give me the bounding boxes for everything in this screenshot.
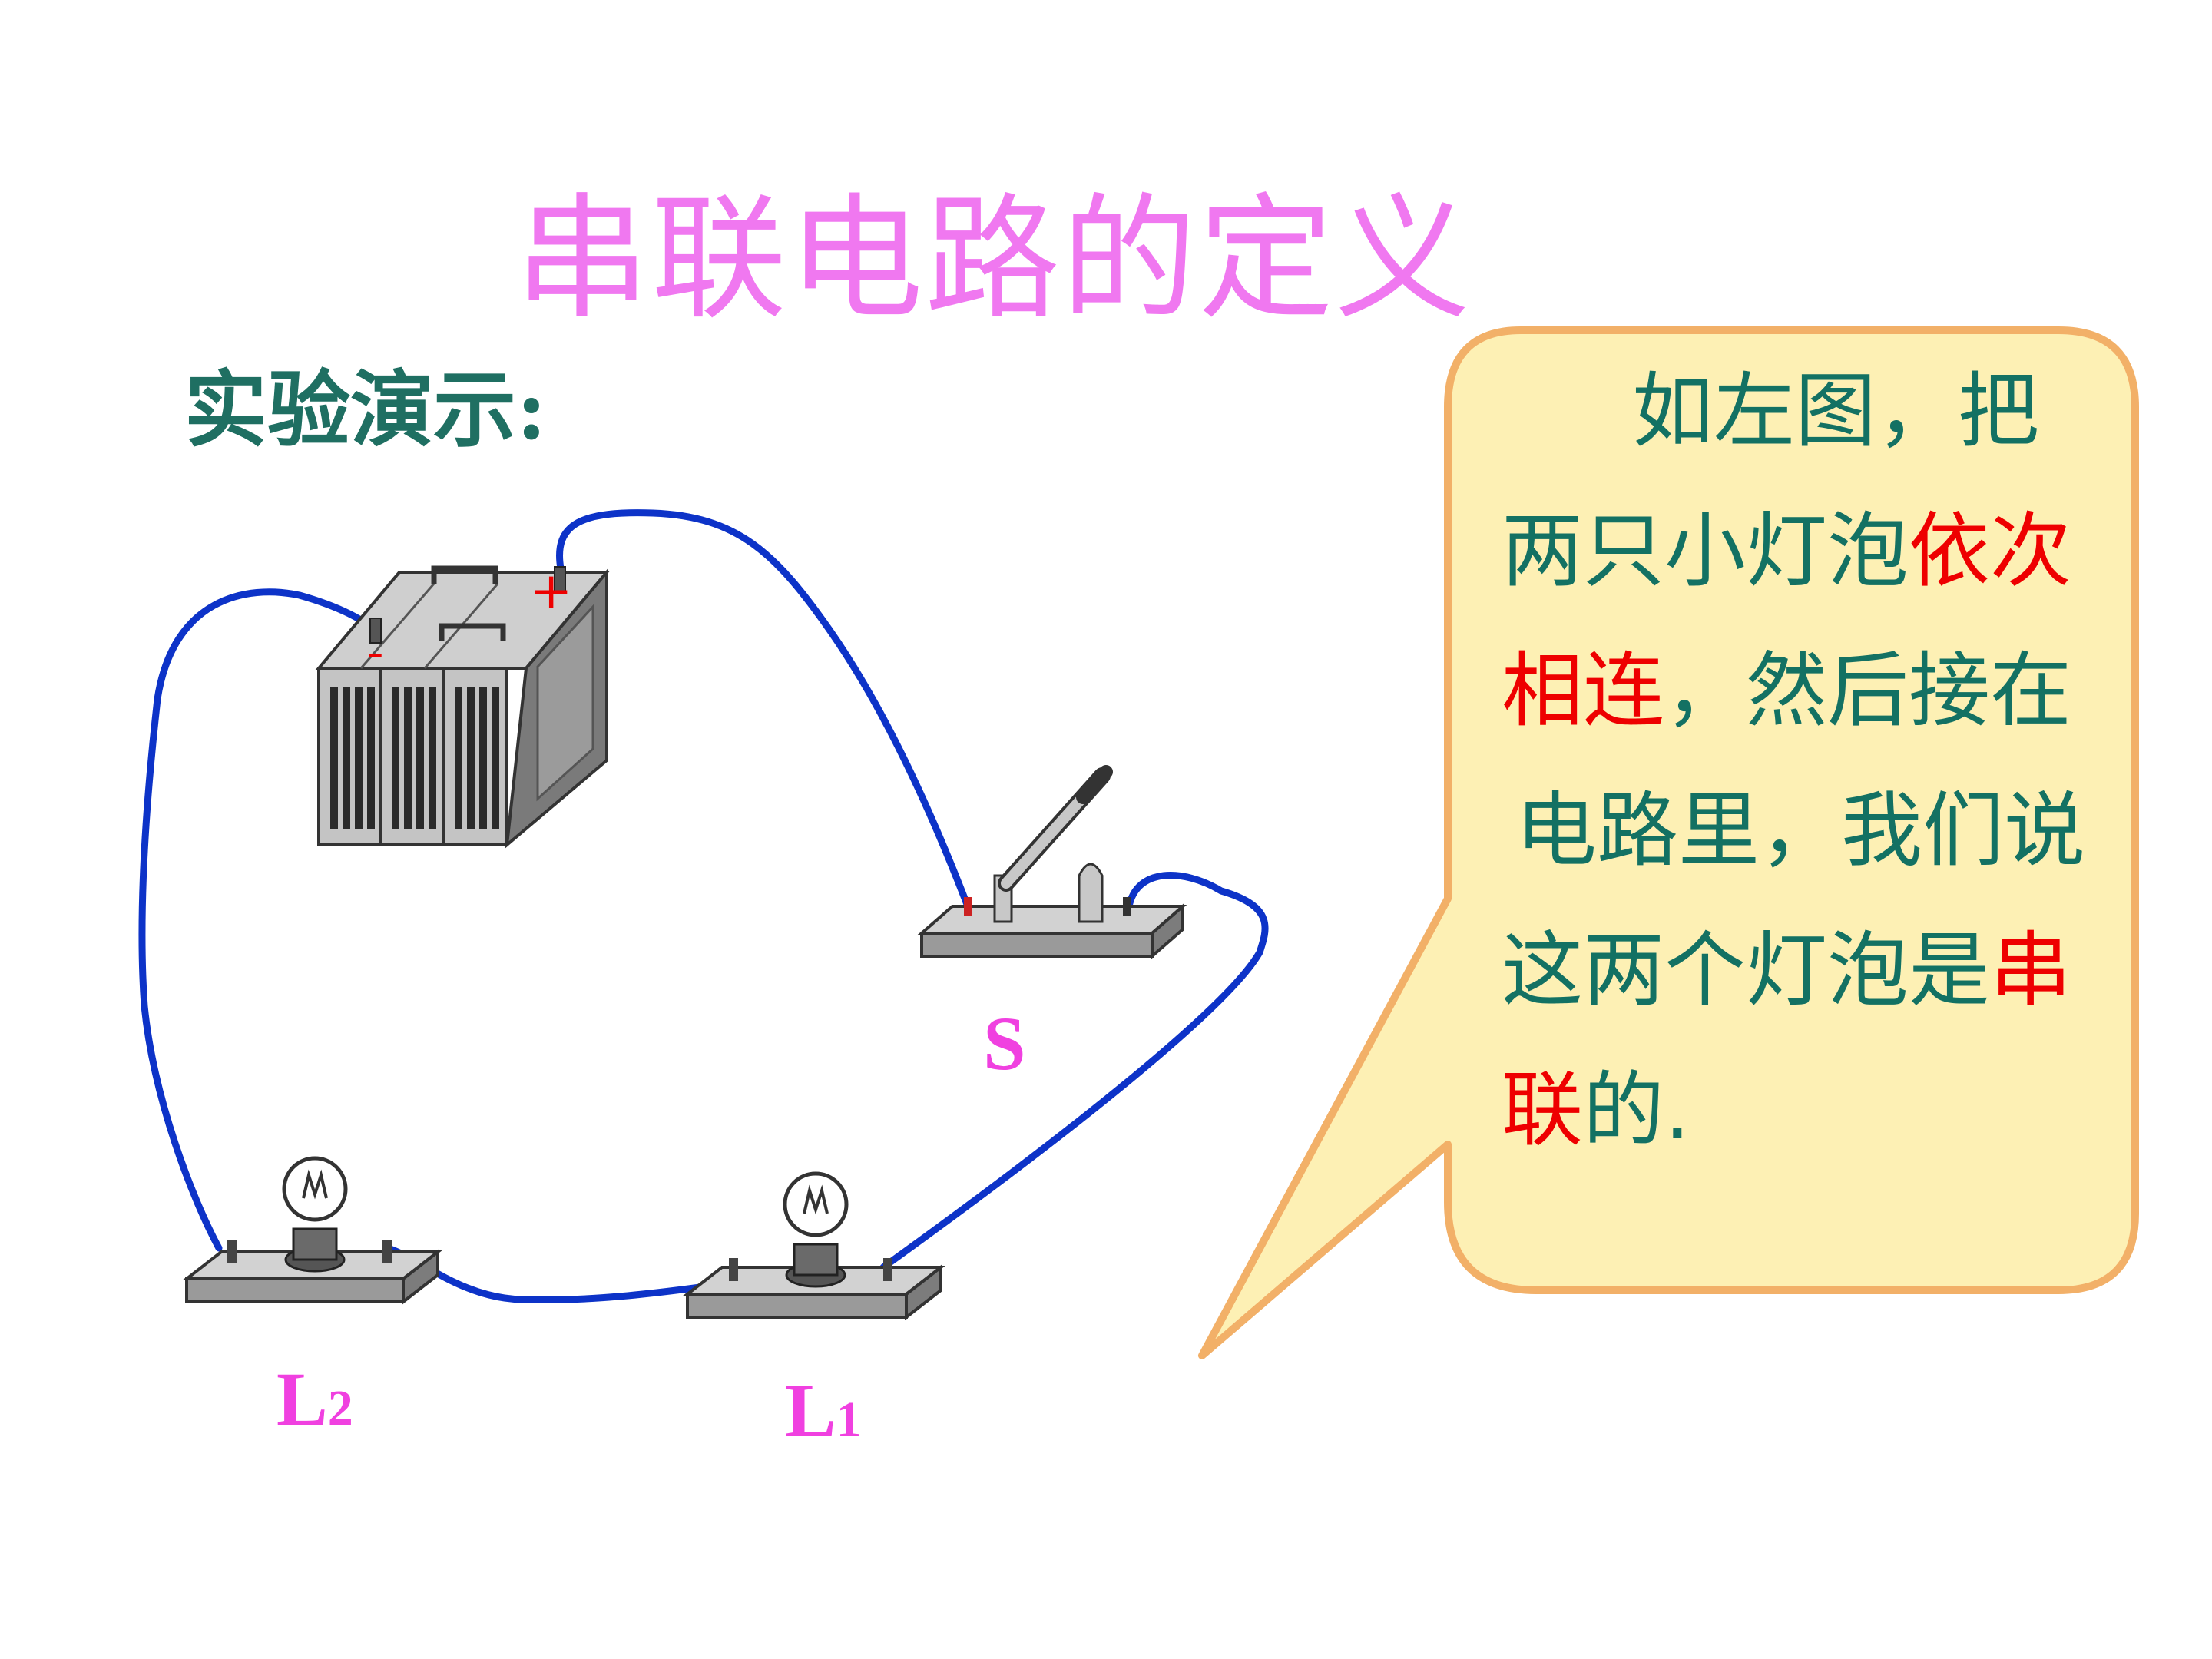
callout-bubble (1198, 326, 2139, 1359)
emphasis-yici: 依次 (1909, 504, 2071, 598)
wire-switch-to-lamp1 (879, 872, 1269, 1271)
callout-text: 如左图，把 两只小灯泡依次 相连，然后接在 电路里，我们说 这两个灯泡是串 联的… (1502, 342, 2139, 1181)
emphasis-lian: 联 (1502, 1063, 1583, 1157)
knife-switch (917, 765, 1187, 960)
callout-line-4: 电路里，我们说 (1515, 783, 2085, 878)
battery (315, 565, 611, 849)
emphasis-xianglian: 相连 (1502, 644, 1664, 738)
callout-line-3: 相连，然后接在 (1502, 644, 2071, 738)
emphasis-chuan: 串 (1990, 923, 2071, 1018)
wire-lamp2-to-battery-minus (138, 588, 380, 1252)
lamp-l1-label: L1 (785, 1368, 862, 1453)
switch-label: S (983, 1001, 1026, 1086)
lamp-l1 (683, 1171, 945, 1321)
wire-lamp1-to-lamp2 (384, 1244, 737, 1304)
battery-plus-sign: + (530, 561, 572, 621)
wire-battery-plus-to-switch (556, 509, 972, 910)
callout-line-2: 两只小灯泡依次 (1502, 504, 2071, 598)
lamp-l2 (182, 1156, 442, 1306)
experiment-subtitle: 实验演示: (184, 362, 547, 459)
callout-line-6: 联的. (1502, 1063, 1690, 1157)
callout-line-5: 这两个灯泡是串 (1502, 923, 2071, 1018)
lamp-l2-label: L2 (276, 1356, 353, 1442)
callout-line-1: 如左图，把 (1632, 364, 2039, 459)
slide-title: 串联电路的定义 (515, 180, 1472, 338)
battery-minus-sign: - (367, 626, 384, 680)
